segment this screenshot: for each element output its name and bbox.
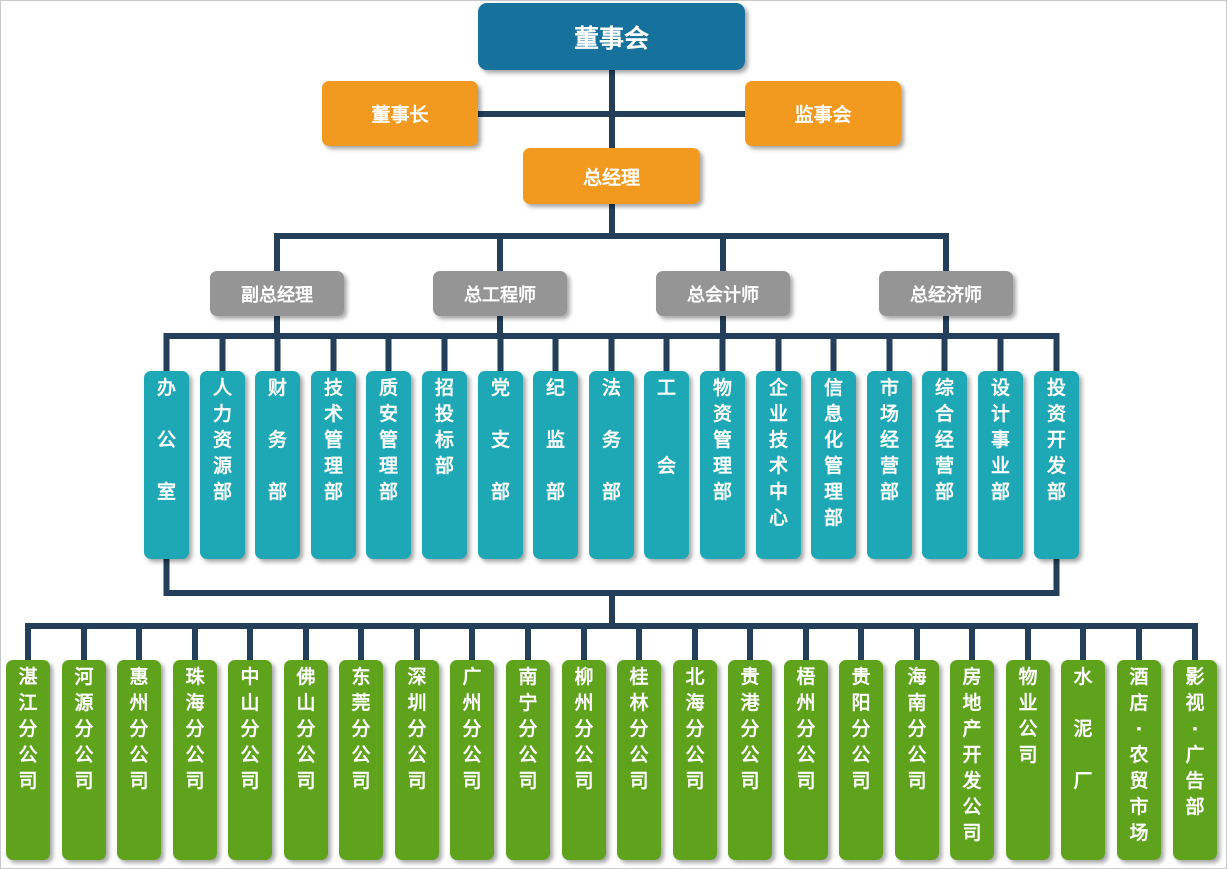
branch-node: 中山分公司 xyxy=(228,660,272,860)
department-node: 信息化管理部 xyxy=(811,371,856,559)
department-node: 人力资源部 xyxy=(200,371,245,559)
department-node: 市场经营部 xyxy=(867,371,912,559)
department-node: 财务部 xyxy=(255,371,300,559)
department-node: 物资管理部 xyxy=(700,371,745,559)
branch-node: 水泥厂 xyxy=(1061,660,1105,860)
vertical-label: 技术管理部 xyxy=(323,377,343,503)
vertical-label: 中山分公司 xyxy=(240,666,260,792)
vertical-label: 人力资源部 xyxy=(212,377,232,503)
vertical-label: 工会 xyxy=(656,377,676,477)
supervisors-label: 监事会 xyxy=(794,104,852,126)
department-node: 综合经营部 xyxy=(922,371,967,559)
branch-node: 梧州分公司 xyxy=(784,660,828,860)
department-node: 纪监部 xyxy=(533,371,578,559)
vertical-label: 质安管理部 xyxy=(378,377,398,503)
branch-node: 海南分公司 xyxy=(895,660,939,860)
branch-node: 物业公司 xyxy=(1006,660,1050,860)
deputy-label: 副总经理 xyxy=(241,284,313,306)
vertical-label: 办公室 xyxy=(156,377,176,503)
branch-node: 佛山分公司 xyxy=(284,660,328,860)
branch-node: 河源分公司 xyxy=(62,660,106,860)
vertical-label: 信息化管理部 xyxy=(823,377,843,529)
vertical-label: 河源分公司 xyxy=(74,666,94,792)
department-node: 招投标部 xyxy=(422,371,467,559)
department-node: 质安管理部 xyxy=(366,371,411,559)
department-node: 设计事业部 xyxy=(978,371,1023,559)
vertical-label: 投资开发部 xyxy=(1046,377,1066,503)
vertical-label: 招投标部 xyxy=(434,377,454,477)
vertical-label: 法务部 xyxy=(601,377,621,503)
vertical-label: 房地产开发公司 xyxy=(962,666,982,844)
branch-node: 惠州分公司 xyxy=(117,660,161,860)
vertical-label: 物业公司 xyxy=(1018,666,1038,766)
branch-node: 深圳分公司 xyxy=(395,660,439,860)
branch-node: 北海分公司 xyxy=(673,660,717,860)
branch-node: 贵阳分公司 xyxy=(839,660,883,860)
vertical-label: 广州分公司 xyxy=(462,666,482,792)
deputy-node: 总工程师 xyxy=(433,271,567,316)
vertical-label: 北海分公司 xyxy=(685,666,705,792)
branch-node: 东莞分公司 xyxy=(339,660,383,860)
department-node: 办公室 xyxy=(144,371,189,559)
branch-node: 柳州分公司 xyxy=(562,660,606,860)
board-node: 董事会 xyxy=(478,3,745,70)
vertical-label: 影视·广告部 xyxy=(1185,666,1205,818)
vertical-label: 党支部 xyxy=(490,377,510,503)
vertical-label: 市场经营部 xyxy=(879,377,899,503)
branch-node: 贵港分公司 xyxy=(728,660,772,860)
department-node: 企业技术中心 xyxy=(756,371,801,559)
branch-node: 广州分公司 xyxy=(450,660,494,860)
deputy-node: 副总经理 xyxy=(210,271,344,316)
branch-node: 房地产开发公司 xyxy=(950,660,994,860)
branch-node: 桂林分公司 xyxy=(617,660,661,860)
vertical-label: 柳州分公司 xyxy=(574,666,594,792)
deputy-label: 总会计师 xyxy=(687,284,759,306)
department-node: 党支部 xyxy=(478,371,523,559)
general-manager-label: 总经理 xyxy=(582,166,640,189)
deputy-label: 总经济师 xyxy=(910,284,982,306)
board-label: 董事会 xyxy=(573,23,649,53)
vertical-label: 贵港分公司 xyxy=(740,666,760,792)
vertical-label: 湛江分公司 xyxy=(18,666,38,792)
vertical-label: 综合经营部 xyxy=(934,377,954,503)
branch-node: 珠海分公司 xyxy=(173,660,217,860)
vertical-label: 物资管理部 xyxy=(712,377,732,503)
vertical-label: 南宁分公司 xyxy=(518,666,538,792)
chairman-node: 董事长 xyxy=(322,81,478,146)
vertical-label: 惠州分公司 xyxy=(129,666,149,792)
branch-node: 湛江分公司 xyxy=(6,660,50,860)
deputy-label: 总工程师 xyxy=(464,284,536,306)
branch-node: 影视·广告部 xyxy=(1173,660,1217,860)
department-node: 投资开发部 xyxy=(1034,371,1079,559)
vertical-label: 纪监部 xyxy=(545,377,565,503)
vertical-label: 梧州分公司 xyxy=(796,666,816,792)
vertical-label: 水泥厂 xyxy=(1073,666,1093,792)
deputy-node: 总会计师 xyxy=(656,271,790,316)
vertical-label: 桂林分公司 xyxy=(629,666,649,792)
department-node: 工会 xyxy=(644,371,689,559)
vertical-label: 深圳分公司 xyxy=(407,666,427,792)
vertical-label: 海南分公司 xyxy=(907,666,927,792)
general-manager-node: 总经理 xyxy=(523,148,700,204)
branch-node: 南宁分公司 xyxy=(506,660,550,860)
vertical-label: 企业技术中心 xyxy=(768,377,788,529)
supervisors-node: 监事会 xyxy=(745,81,901,146)
vertical-label: 财务部 xyxy=(267,377,287,503)
department-node: 法务部 xyxy=(589,371,634,559)
vertical-label: 贵阳分公司 xyxy=(851,666,871,792)
branch-node: 酒店·农贸市场 xyxy=(1117,660,1161,860)
department-node: 技术管理部 xyxy=(311,371,356,559)
vertical-label: 佛山分公司 xyxy=(296,666,316,792)
vertical-label: 东莞分公司 xyxy=(351,666,371,792)
vertical-label: 酒店·农贸市场 xyxy=(1129,666,1149,844)
vertical-label: 设计事业部 xyxy=(990,377,1010,503)
chairman-label: 董事长 xyxy=(371,104,429,126)
vertical-label: 珠海分公司 xyxy=(185,666,205,792)
deputy-node: 总经济师 xyxy=(879,271,1013,316)
